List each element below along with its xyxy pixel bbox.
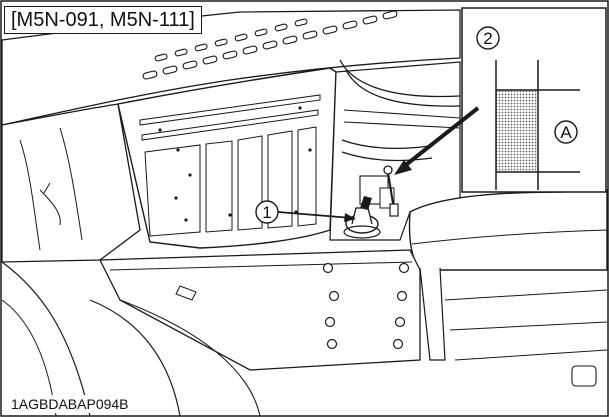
leader-arrowhead-1 — [344, 213, 356, 222]
left-body-panel — [1, 103, 141, 263]
dipstick-gauge — [495, 60, 580, 190]
inset-pointer-line — [400, 106, 480, 170]
leader-line-1 — [277, 211, 353, 219]
model-label: [M5N-091, M5N-111] — [4, 6, 202, 34]
figure-code: 1AGBDABAP094B — [8, 395, 132, 413]
chassis-frame — [98, 249, 421, 371]
frame-bolts — [322, 262, 410, 350]
dipstick — [383, 165, 399, 217]
callout-circle-2 — [476, 26, 500, 50]
callout-2-label: 2 — [483, 29, 492, 48]
callout-circle-1 — [255, 200, 279, 224]
callout-a-label: A — [560, 123, 572, 142]
hood-slots — [142, 10, 398, 80]
callout-circle-a — [554, 120, 578, 144]
right-fender — [408, 189, 608, 271]
inset-pointer-arrowhead — [394, 160, 412, 175]
callout-1-label: 1 — [262, 203, 271, 222]
grille-slots — [139, 94, 321, 237]
